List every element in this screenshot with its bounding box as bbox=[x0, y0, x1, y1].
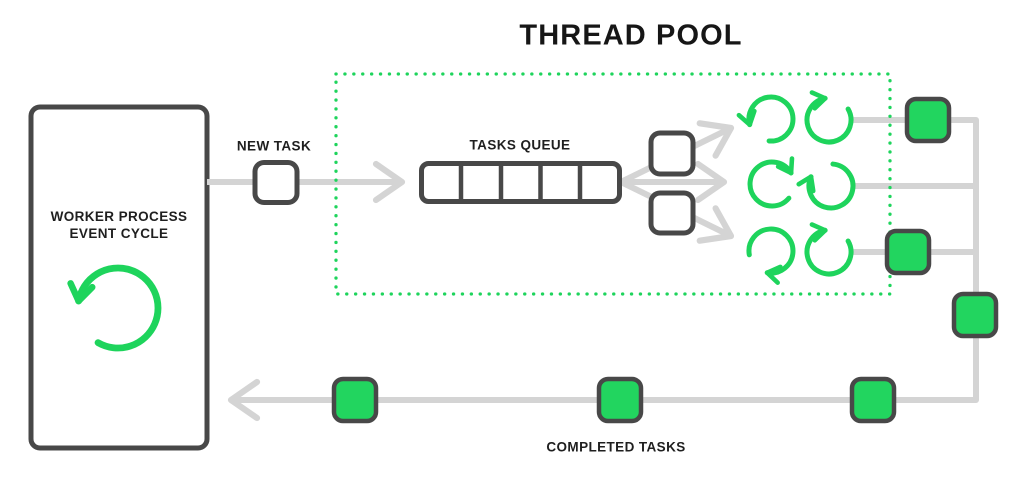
completed-task-box-3 bbox=[951, 291, 999, 339]
completed-task-box-2 bbox=[884, 228, 932, 276]
thread-spinner-icon-6 bbox=[801, 224, 857, 280]
completed-task-box-4 bbox=[849, 376, 897, 424]
thread-pool-title: THREAD POOL bbox=[519, 19, 743, 52]
tasks-queue-label: TASKS QUEUE bbox=[469, 137, 571, 153]
new-task-label: NEW TASK bbox=[236, 138, 312, 154]
thread-pool-dotted-border bbox=[334, 72, 892, 296]
thread-spinner-icon-1 bbox=[747, 95, 795, 143]
dispatched-task-box-bottom bbox=[648, 190, 696, 236]
thread-spinner-icon-4 bbox=[804, 159, 858, 213]
worker-process-label-line1: WORKER PROCESS bbox=[50, 209, 188, 224]
thread-spinner-icon-3 bbox=[741, 153, 803, 215]
worker-process-box bbox=[28, 104, 210, 451]
completed-task-box-1 bbox=[904, 96, 952, 144]
completed-tasks-label: COMPLETED TASKS bbox=[546, 439, 686, 455]
completed-task-box-6 bbox=[331, 376, 379, 424]
thread-spinner-icon-5 bbox=[749, 229, 793, 273]
new-task-box bbox=[252, 160, 300, 205]
worker-process-label-line2: EVENT CYCLE bbox=[69, 226, 169, 241]
dispatched-task-box-top bbox=[648, 130, 696, 177]
thread-spinner-icon-2 bbox=[801, 92, 857, 148]
worker-process-label: WORKER PROCESS EVENT CYCLE bbox=[34, 208, 204, 242]
completed-task-box-5 bbox=[596, 376, 644, 424]
tasks-queue-box bbox=[419, 161, 622, 204]
